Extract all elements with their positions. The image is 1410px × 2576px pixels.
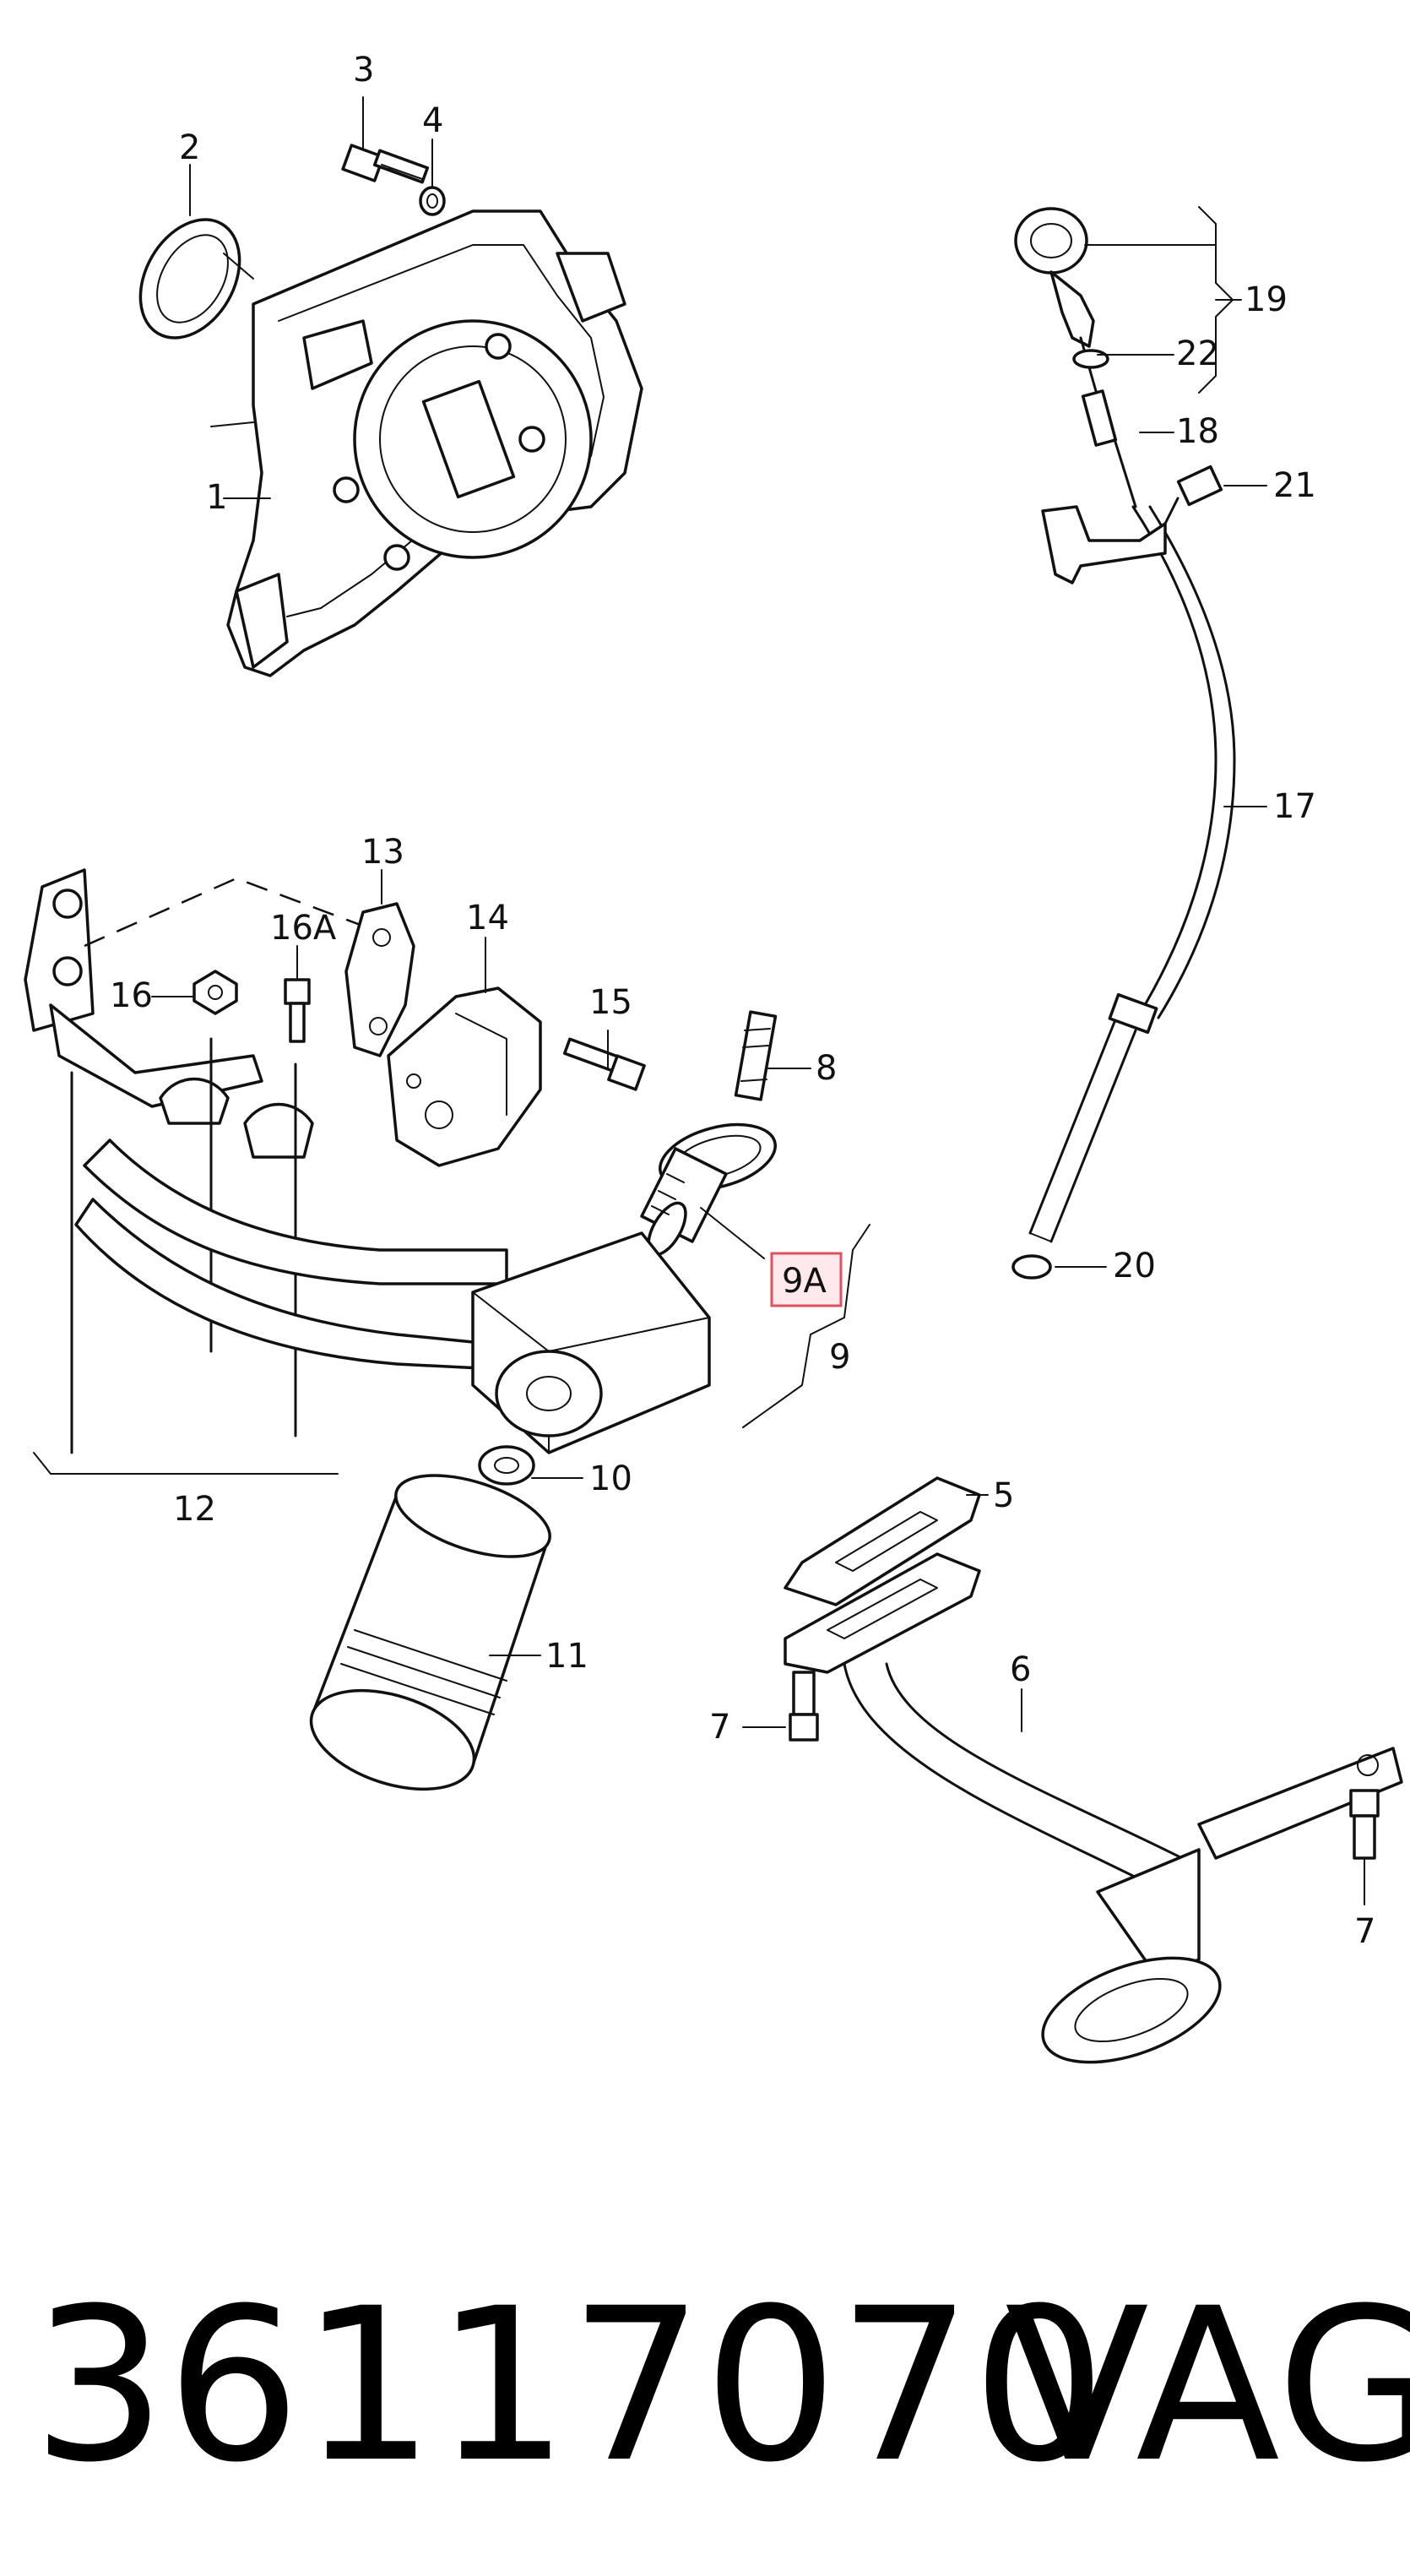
bracket-clamps: [24, 868, 372, 1475]
callout-20: 20: [1113, 1247, 1156, 1285]
nut-16: [193, 970, 238, 1015]
callout-1: 1: [206, 478, 227, 517]
gasket-13: [344, 902, 415, 1057]
callout-7-right: 7: [1354, 1912, 1375, 1951]
callout-5: 5: [993, 1476, 1014, 1515]
callout-13: 13: [361, 833, 404, 872]
bolt-7-right: [1349, 1789, 1380, 1860]
callout-12: 12: [173, 1490, 216, 1529]
callout-9a-highlight: 9A: [770, 1252, 843, 1307]
bolt-16a: [284, 978, 311, 1043]
leader-lines: [151, 96, 1365, 1905]
callout-22: 22: [1176, 334, 1219, 373]
bolt-3: [341, 144, 430, 184]
stud-8: [734, 1010, 778, 1101]
washer-4: [419, 186, 446, 216]
callout-14: 14: [466, 899, 509, 937]
callout-9: 9: [829, 1338, 850, 1377]
callout-3: 3: [353, 51, 374, 90]
callout-16: 16: [110, 976, 153, 1015]
callout-17: 17: [1273, 787, 1316, 826]
footer: 36117070 VAG: [0, 2213, 1410, 2534]
oil-pickup-6: [784, 1552, 1403, 2064]
callout-2: 2: [179, 128, 200, 167]
seal-ring: [138, 218, 254, 340]
callout-7-left: 7: [709, 1708, 730, 1747]
strainer-9a: [640, 1122, 777, 1257]
callout-6: 6: [1010, 1650, 1031, 1689]
bolt-15: [562, 1037, 646, 1091]
callout-16a: 16A: [270, 909, 337, 948]
gasket-5: [784, 1476, 981, 1606]
callout-11: 11: [545, 1637, 588, 1676]
callout-4: 4: [422, 101, 443, 140]
parts-diagram: 1 2 3 4 19 22 18 21 17 20 13 14 16A 15 1…: [24, 51, 1403, 2064]
part-number: 36117070: [32, 2263, 1107, 2508]
oil-filter-11: [309, 1474, 551, 1791]
bracket-9: [742, 1224, 870, 1428]
callout-18: 18: [1176, 412, 1219, 451]
callout-9a: 9A: [782, 1262, 827, 1301]
callout-8: 8: [816, 1049, 837, 1088]
oil-cooler-9: [74, 1139, 711, 1454]
callout-15: 15: [589, 983, 632, 1022]
callout-19: 19: [1245, 280, 1288, 319]
oil-pump-housing: [210, 209, 643, 677]
brand-name: VAG: [1005, 2263, 1410, 2508]
bolt-7-left: [789, 1671, 819, 1742]
gasket-10: [478, 1445, 535, 1486]
callout-10: 10: [589, 1459, 632, 1498]
callout-21: 21: [1273, 466, 1316, 505]
housing-14: [387, 986, 542, 1167]
